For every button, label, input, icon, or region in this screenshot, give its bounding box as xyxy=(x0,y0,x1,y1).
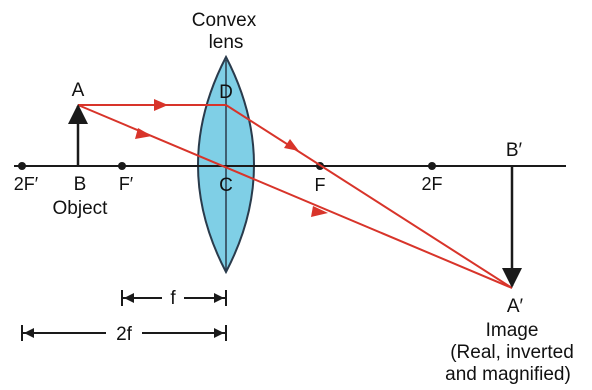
title-line1: Convex xyxy=(192,10,257,31)
label-point-c: C xyxy=(219,175,233,196)
two-f-dim-arrow-left xyxy=(24,328,34,338)
ray-arrowhead-4 xyxy=(311,206,328,217)
label-2f-dimension: 2f xyxy=(116,324,133,345)
ray-arrowhead-3 xyxy=(135,128,152,139)
label-2f-left: 2F′ xyxy=(14,174,39,194)
f-dim-arrow-right xyxy=(214,293,224,303)
label-object: Object xyxy=(53,198,109,219)
label-a-prime: A′ xyxy=(507,296,524,317)
label-2f-right: 2F xyxy=(421,174,442,194)
label-point-b: B xyxy=(74,174,87,195)
label-image-desc-1: (Real, inverted xyxy=(450,342,574,363)
label-b-prime: B′ xyxy=(506,140,523,161)
two-f-dim-arrow-right xyxy=(214,328,224,338)
f-dim-arrow-left xyxy=(124,293,134,303)
label-f-dimension: f xyxy=(170,288,176,309)
ray-refracted-through-focus xyxy=(225,104,513,289)
label-f-left: F′ xyxy=(119,174,134,194)
label-image: Image xyxy=(486,320,539,341)
title-line2: lens xyxy=(209,32,244,53)
label-point-a: A xyxy=(72,80,85,101)
point-2f-left xyxy=(18,162,26,170)
point-f-left xyxy=(118,162,126,170)
label-image-desc-2: and magnified) xyxy=(445,364,571,385)
ray-arrowhead-2 xyxy=(284,139,299,151)
label-point-d: D xyxy=(219,82,233,103)
label-f-right: F xyxy=(315,175,326,195)
ray-arrowhead-1 xyxy=(154,99,168,111)
point-2f-right xyxy=(428,162,436,170)
